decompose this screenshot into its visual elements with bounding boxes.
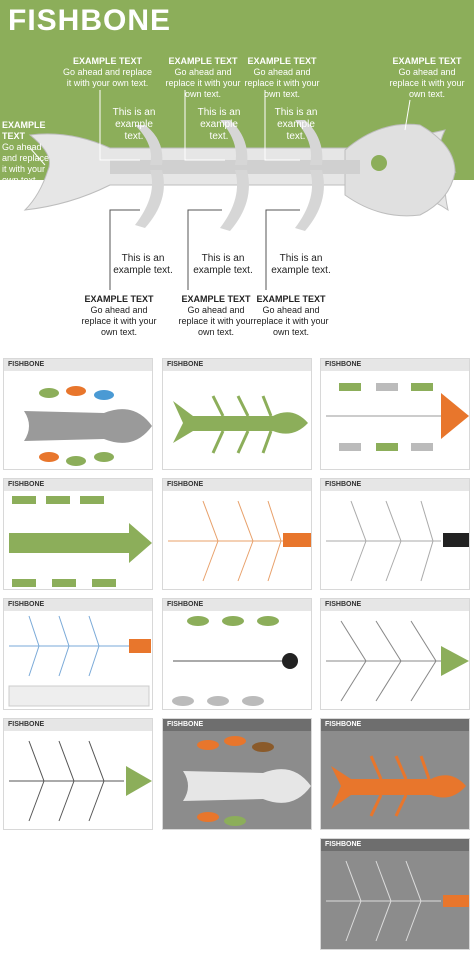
inner-text-bottom: This is an example text. <box>193 253 253 276</box>
fishbone-diagram <box>23 90 457 290</box>
thumbnail-title: FISHBONE <box>325 841 362 848</box>
thumb-green-head <box>9 740 152 822</box>
fish-eye <box>371 155 387 171</box>
rib-bottom <box>295 170 324 231</box>
slide-thumbnail[interactable]: FISHBONE <box>162 718 312 830</box>
slide-thumbnail[interactable]: FISHBONE <box>3 478 153 590</box>
thumbnail-title: FISHBONE <box>167 361 204 368</box>
rib-top <box>220 120 248 165</box>
thumb-orange-head <box>326 383 469 451</box>
thumb-ovals <box>172 616 298 706</box>
inner-text-bottom: This is an example text. <box>113 253 173 276</box>
inner-text-top: This is an example text. <box>112 107 156 142</box>
thumbnail-title: FISHBONE <box>325 601 362 608</box>
thumb-fish-gray <box>24 386 152 466</box>
page-title: FISHBONE <box>8 4 172 37</box>
rib-bottom <box>220 170 249 231</box>
slide-thumbnail[interactable]: FISHBONE <box>3 598 153 710</box>
fish-head <box>344 123 456 217</box>
rib-top <box>135 125 163 165</box>
slide-thumbnail[interactable]: FISHBONE <box>320 358 470 470</box>
slide-thumbnail[interactable]: FISHBONE <box>162 358 312 470</box>
slide-thumbnail[interactable]: FISHBONE <box>320 838 470 950</box>
rib-top <box>295 120 323 165</box>
thumbnail-title: FISHBONE <box>167 481 204 488</box>
thumbnail-title: FISHBONE <box>8 361 45 368</box>
slide-thumbnail[interactable]: FISHBONE <box>3 358 153 470</box>
slide-thumbnail[interactable]: FISHBONE <box>3 718 153 830</box>
slide-thumbnail[interactable]: FISHBONE <box>320 598 470 710</box>
thumb-fish-green <box>173 395 308 454</box>
rib-bottom <box>135 170 164 228</box>
thumbnail-title: FISHBONE <box>325 481 362 488</box>
inner-text-top: This is an example text. <box>197 107 241 142</box>
thumb-blue-lines <box>8 615 151 707</box>
slide-thumbnail[interactable]: FISHBONE <box>320 478 470 590</box>
thumb-black-head <box>326 500 469 582</box>
inner-text-bottom: This is an example text. <box>271 253 331 276</box>
thumbnail-title: FISHBONE <box>325 721 362 728</box>
fish-spine <box>110 160 360 174</box>
inner-text-top: This is an example text. <box>274 107 318 142</box>
slide-thumbnail[interactable]: FISHBONE <box>320 718 470 830</box>
thumb-gray-lines <box>326 860 469 942</box>
thumbnail-title: FISHBONE <box>167 601 204 608</box>
thumb-green-arrow <box>9 496 152 587</box>
thumbnail-title: FISHBONE <box>325 361 362 368</box>
slide-thumbnail[interactable]: FISHBONE <box>162 598 312 710</box>
thumbnail-title: FISHBONE <box>167 721 204 728</box>
thumbnail-title: FISHBONE <box>8 601 45 608</box>
thumb-orange-lines <box>168 500 311 582</box>
thumbnail-title: FISHBONE <box>8 721 45 728</box>
thumb-chevrons <box>326 620 469 702</box>
thumb-fish-white <box>183 736 311 826</box>
thumbnail-title: FISHBONE <box>8 481 45 488</box>
thumb-fish-orange <box>331 755 466 817</box>
slide-thumbnail[interactable]: FISHBONE <box>162 478 312 590</box>
